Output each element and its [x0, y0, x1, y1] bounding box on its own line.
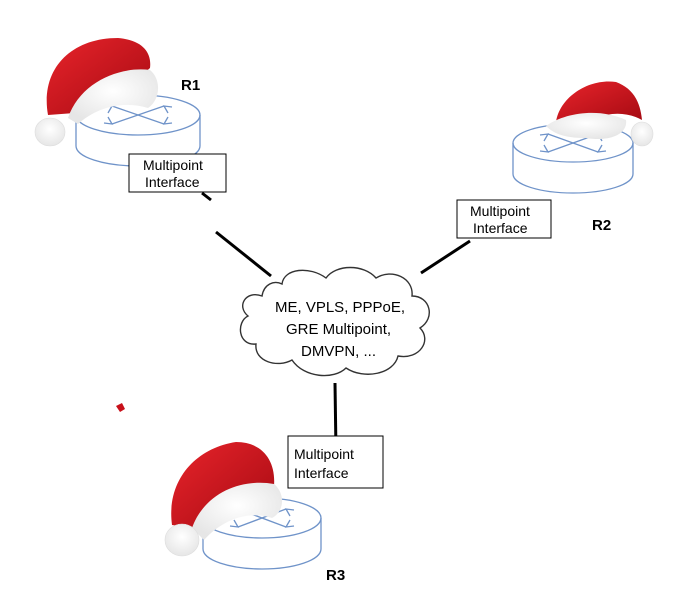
router-r1	[34, 38, 201, 167]
interface-box-r1-line-1: Multipoint	[143, 157, 203, 173]
cloud-text-line-2: GRE Multipoint,	[286, 321, 391, 338]
interface-box-r2-line-1: Multipoint	[470, 203, 530, 219]
router-label-r1: R1	[181, 77, 200, 94]
link-r2-cloud	[420, 239, 471, 275]
interface-box-r3-line-1: Multipoint	[294, 446, 354, 462]
interface-box-r2-line-2: Interface	[473, 220, 528, 236]
interface-box-r3: Multipoint Interface	[287, 435, 384, 489]
interface-box-r1-line-2: Interface	[145, 174, 200, 190]
link-r1-cloud	[201, 191, 212, 202]
router-label-r3: R3	[326, 567, 345, 584]
router-r2	[512, 81, 654, 194]
santa-hat-icon	[164, 442, 283, 557]
santa-hat-icon	[34, 38, 159, 147]
router-label-r2: R2	[592, 217, 611, 234]
interface-box-r3-line-2: Interface	[294, 465, 349, 481]
interface-box-r1: Multipoint Interface	[128, 153, 227, 193]
cloud-text-line-1: ME, VPLS, PPPoE,	[275, 299, 405, 316]
santa-hat-icon	[546, 81, 654, 147]
cloud-text-line-3: DMVPN, ...	[301, 343, 376, 360]
cloud-icon	[239, 266, 430, 377]
link-r1-cloud-lower	[215, 230, 272, 278]
router-r3	[164, 442, 322, 570]
interface-box-r2: Multipoint Interface	[456, 199, 552, 239]
hat-fragment	[116, 403, 125, 412]
